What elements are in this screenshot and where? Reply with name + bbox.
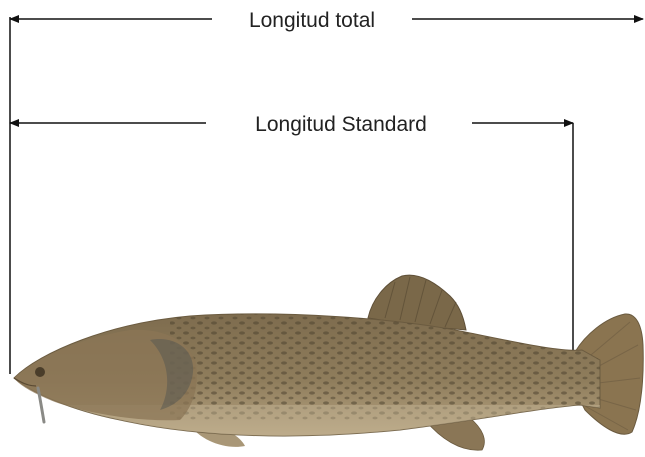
fish-eye bbox=[35, 367, 45, 377]
fish-illustration bbox=[0, 275, 645, 455]
standard-length-label: Longitud Standard bbox=[255, 113, 427, 136]
total-length-label: Longitud total bbox=[249, 9, 375, 32]
